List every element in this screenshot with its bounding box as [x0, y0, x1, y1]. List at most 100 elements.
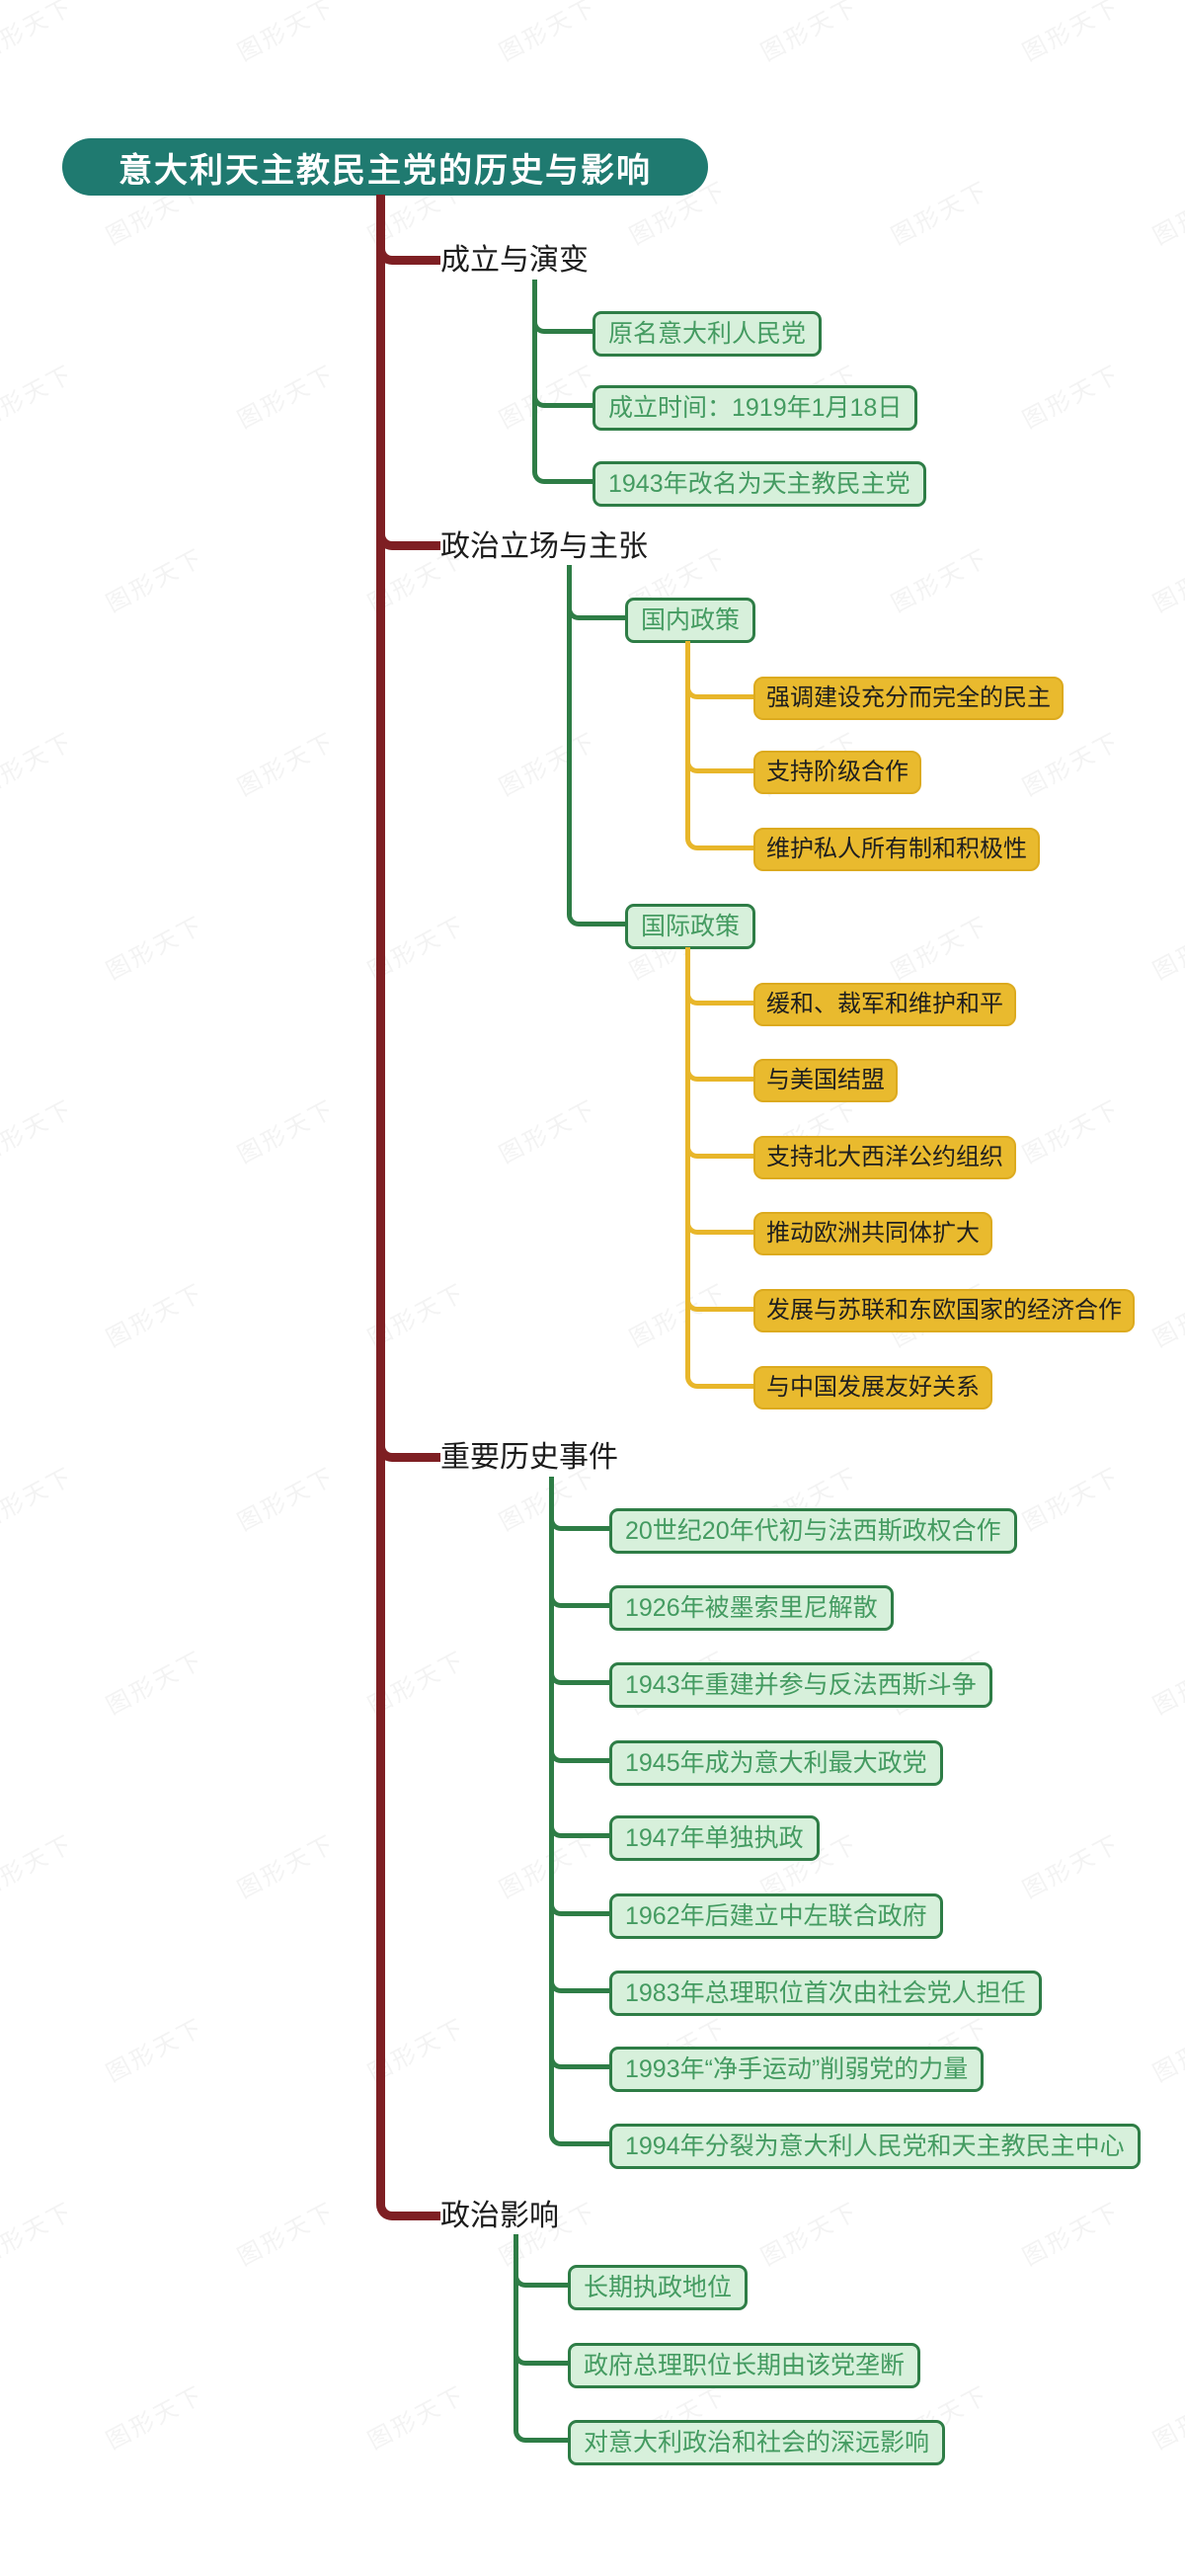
child-elbow: [549, 1656, 609, 1685]
watermark-text: 图形天下: [1148, 2013, 1185, 2088]
node-box[interactable]: 1994年分裂为意大利人民党和天主教民主中心: [609, 2124, 1141, 2169]
node-box[interactable]: 长期执政地位: [568, 2265, 749, 2310]
watermark-text: 图形天下: [1148, 543, 1185, 618]
child-elbow: [685, 822, 753, 850]
node-box[interactable]: 推动欧洲共同体扩大: [753, 1212, 992, 1255]
watermark-text: 图形天下: [1018, 1462, 1126, 1537]
watermark-text: 图形天下: [1148, 2380, 1185, 2455]
branch-elbow-4: [376, 2187, 440, 2220]
node-box[interactable]: 对意大利政治和社会的深远影响: [568, 2420, 946, 2465]
watermark-text: 图形天下: [233, 1829, 341, 1904]
node-box[interactable]: 维护私人所有制和积极性: [753, 828, 1040, 871]
child-elbow: [685, 1206, 753, 1235]
node-box[interactable]: 发展与苏联和东欧国家的经济合作: [753, 1289, 1135, 1332]
child-elbow: [685, 1283, 753, 1312]
node-box[interactable]: 1943年重建并参与反法西斯斗争: [609, 1662, 992, 1708]
child-connector-line: [567, 565, 572, 903]
watermark-text: 图形天下: [0, 1462, 79, 1537]
watermark-text: 图形天下: [1018, 1829, 1126, 1904]
node-box[interactable]: 缓和、裁军和维护和平: [753, 983, 1016, 1026]
watermark-text: 图形天下: [756, 2197, 864, 2272]
node-box[interactable]: 强调建设充分而完全的民主: [753, 677, 1064, 720]
branch-label-positions[interactable]: 政治立场与主张: [440, 530, 648, 563]
node-box[interactable]: 1943年改名为天主教民主党: [592, 461, 926, 507]
node-box[interactable]: 1962年后建立中左联合政府: [609, 1893, 943, 1939]
node-box[interactable]: 1993年“净手运动”削弱党的力量: [609, 2047, 985, 2092]
branch-label-founding[interactable]: 成立与演变: [440, 244, 589, 277]
child-elbow: [685, 671, 753, 699]
watermark-text: 图形天下: [102, 1278, 209, 1353]
node-box[interactable]: 原名意大利人民党: [592, 311, 823, 357]
node-box-international-policy[interactable]: 国际政策: [625, 904, 756, 949]
child-elbow: [549, 1965, 609, 1993]
watermark-text: 图形天下: [102, 911, 209, 986]
node-box[interactable]: 1926年被墨索里尼解散: [609, 1585, 894, 1631]
child-elbow: [685, 1053, 753, 1082]
child-connector-line: [685, 641, 690, 825]
node-box[interactable]: 1945年成为意大利最大政党: [609, 1740, 943, 1786]
child-elbow: [549, 1810, 609, 1838]
child-elbow: [685, 745, 753, 773]
node-box-domestic-policy[interactable]: 国内政策: [625, 598, 756, 643]
watermark-text: 图形天下: [495, 727, 602, 802]
branch-elbow-2: [376, 517, 440, 550]
node-box[interactable]: 1983年总理职位首次由社会党人担任: [609, 1971, 1042, 2016]
branch-elbow-3: [376, 1428, 440, 1462]
child-elbow: [532, 455, 592, 484]
node-box[interactable]: 与中国发展友好关系: [753, 1366, 992, 1409]
child-elbow: [549, 1502, 609, 1531]
watermark-text: 图形天下: [102, 1646, 209, 1721]
watermark-text: 图形天下: [0, 0, 79, 67]
watermark-text: 图形天下: [0, 1829, 79, 1904]
watermark-text: 图形天下: [495, 0, 602, 67]
watermark-text: 图形天下: [233, 360, 341, 435]
watermark-text: 图形天下: [887, 543, 994, 618]
watermark-text: 图形天下: [0, 360, 79, 435]
node-box[interactable]: 与美国结盟: [753, 1059, 898, 1102]
watermark-text: 图形天下: [1018, 0, 1126, 67]
child-connector-line: [514, 2234, 518, 2416]
node-box[interactable]: 支持阶级合作: [753, 751, 921, 794]
watermark-text: 图形天下: [887, 911, 994, 986]
watermark-text: 图形天下: [1148, 1646, 1185, 1721]
watermark-text: 图形天下: [233, 1094, 341, 1169]
child-elbow: [514, 2337, 568, 2366]
node-box[interactable]: 成立时间：1919年1月18日: [592, 385, 918, 431]
child-connector-line: [532, 280, 537, 458]
child-elbow: [532, 379, 592, 408]
watermark-text: 图形天下: [1018, 727, 1126, 802]
watermark-text: 图形天下: [102, 2380, 209, 2455]
child-elbow: [549, 2118, 609, 2146]
watermark-text: 图形天下: [1018, 360, 1126, 435]
child-elbow: [567, 592, 625, 620]
main-trunk-line: [376, 195, 385, 2192]
child-elbow: [549, 1579, 609, 1608]
node-box[interactable]: 支持北大西洋公约组织: [753, 1136, 1016, 1179]
watermark-text: 图形天下: [1018, 2197, 1126, 2272]
watermark-text: 图形天下: [0, 727, 79, 802]
watermark-text: 图形天下: [1148, 911, 1185, 986]
watermark-text: 图形天下: [102, 543, 209, 618]
watermark-text: 图形天下: [0, 2197, 79, 2272]
child-elbow: [685, 1130, 753, 1159]
child-elbow: [685, 1360, 753, 1389]
root-node[interactable]: 意大利天主教民主党的历史与影响: [62, 138, 708, 196]
child-elbow: [549, 2041, 609, 2069]
node-box[interactable]: 1947年单独执政: [609, 1815, 820, 1861]
watermark-text: 图形天下: [102, 2013, 209, 2088]
child-elbow: [685, 977, 753, 1006]
node-box[interactable]: 20世纪20年代初与法西斯政权合作: [609, 1508, 1017, 1554]
watermark-text: 图形天下: [1018, 1094, 1126, 1169]
child-connector-line: [549, 1477, 554, 2119]
watermark-text: 图形天下: [495, 1094, 602, 1169]
watermark-text: 图形天下: [887, 176, 994, 251]
child-elbow: [514, 2414, 568, 2443]
child-elbow: [549, 1734, 609, 1763]
child-elbow: [567, 898, 625, 926]
node-box[interactable]: 政府总理职位长期由该党垄断: [568, 2343, 921, 2388]
watermark-text: 图形天下: [363, 2380, 471, 2455]
branch-label-events[interactable]: 重要历史事件: [440, 1441, 618, 1474]
branch-label-influence[interactable]: 政治影响: [440, 2200, 559, 2232]
watermark-text: 图形天下: [233, 2197, 341, 2272]
watermark-text: 图形天下: [0, 1094, 79, 1169]
